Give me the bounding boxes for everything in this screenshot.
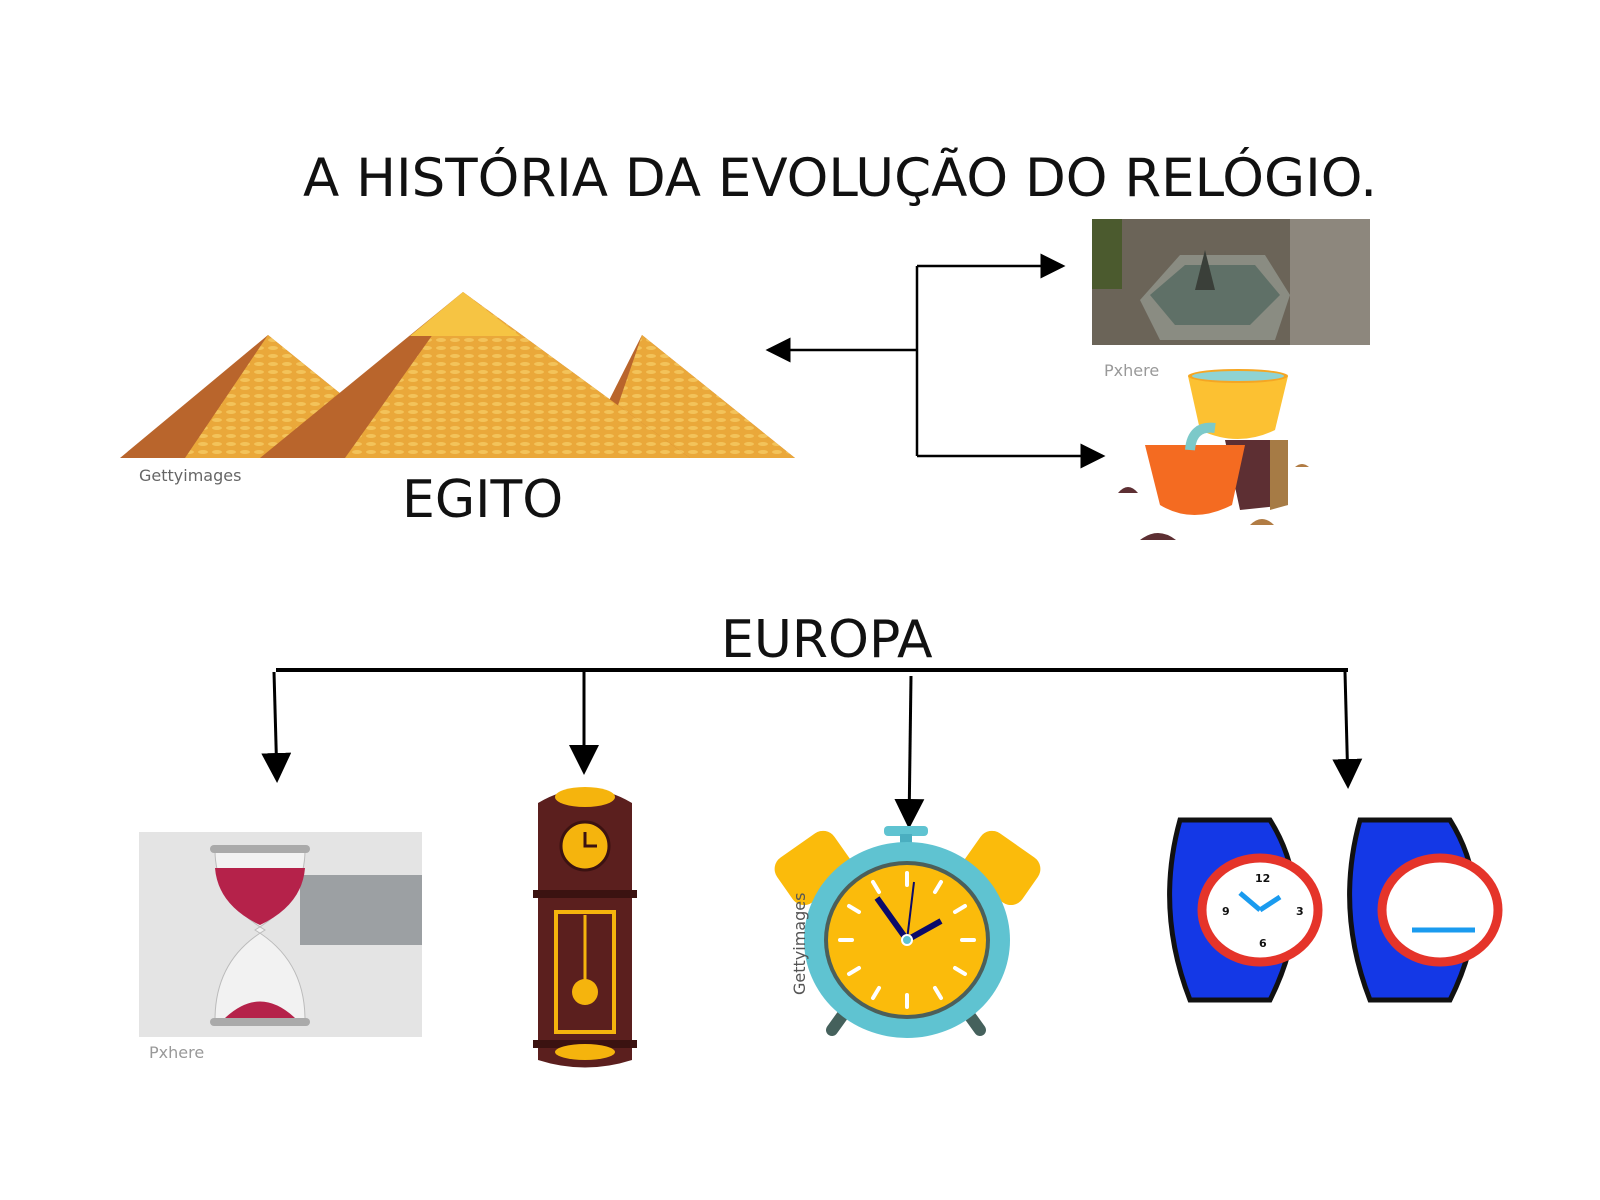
watch-number-3: 3	[1296, 905, 1304, 918]
page-title: A HISTÓRIA DA EVOLUÇÃO DO RELÓGIO.	[303, 148, 1378, 209]
pyramids-image	[120, 292, 795, 458]
wristwatches-image	[1167, 817, 1503, 1003]
pyramids-credit: Gettyimages	[139, 466, 242, 485]
hourglass-credit: Pxhere	[149, 1043, 205, 1062]
egypt-connectors	[765, 253, 1106, 469]
watch-number-6: 6	[1259, 937, 1267, 950]
watch-number-9: 9	[1222, 905, 1230, 918]
alarm-clock-credit: Gettyimages	[790, 892, 809, 995]
sundial-credit: Pxhere	[1104, 361, 1160, 380]
hourglass-photo	[139, 832, 422, 1037]
watch-number-12: 12	[1255, 872, 1271, 885]
sundial-photo	[1092, 219, 1370, 345]
egypt-label: EGITO	[402, 470, 564, 530]
europe-label: EUROPA	[721, 610, 933, 670]
europe-connectors	[261, 668, 1363, 829]
wristwatch-digital	[1347, 817, 1503, 1003]
alarm-clock-image	[774, 826, 1041, 1038]
clock-tick-marks	[838, 871, 976, 1009]
wristwatch-with-hands	[1167, 817, 1323, 1003]
grandfather-clock-image	[533, 787, 637, 1068]
water-clock-image	[1118, 369, 1309, 540]
